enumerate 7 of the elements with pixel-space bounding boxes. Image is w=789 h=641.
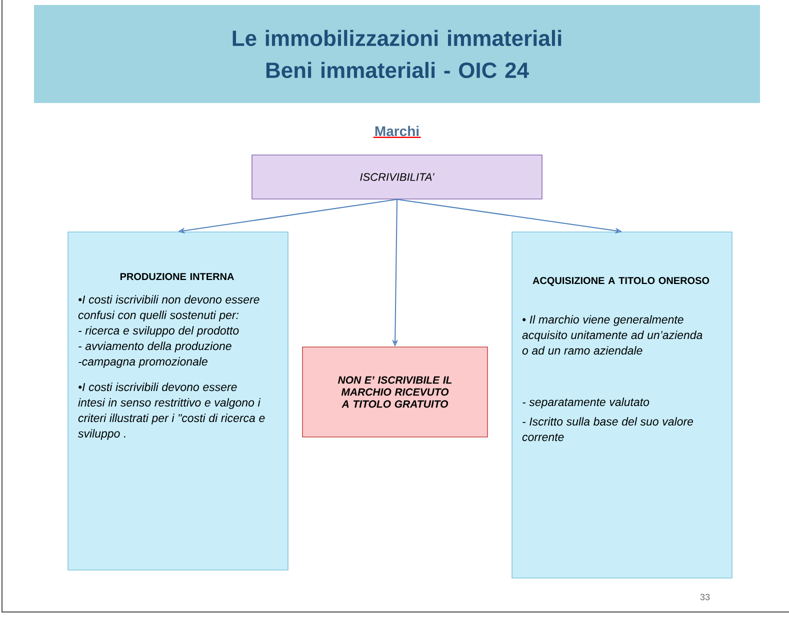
warning-box: NON E’ ISCRIVIBILE IL MARCHIO RICEVUTO A TITOLO GRATUITO: [302, 346, 488, 438]
title-band: Le immobilizzazioni immateriali Beni immateriali - OIC 24: [34, 5, 760, 103]
text-box: PRODUZIONE INTERNA •I costi iscrivibili non devono essere confusi con quelli sostenuti per: - ricerca e sviluppo del prodotto - avviamento della produzione -campagna promozionale •I costi iscrivibili devono essere intesi in senso restrittivo e valgono i criteri illustrati per i "costi di ricerca e sviluppo .: [68, 232, 288, 570]
heading-box: ISCRIVIBILITA’: [252, 154, 542, 200]
text-box: ACQUISIZIONE A TITOLO ONEROSO • Il marchio viene generalmente acquisito unitamente ad un’azienda o ad un ramo aziendale - separatamente valutato - Iscritto sulla base del suo valore corrente: [512, 232, 732, 578]
page-number: 33: [700, 594, 710, 600]
section-heading: Marchi: [373, 126, 421, 138]
